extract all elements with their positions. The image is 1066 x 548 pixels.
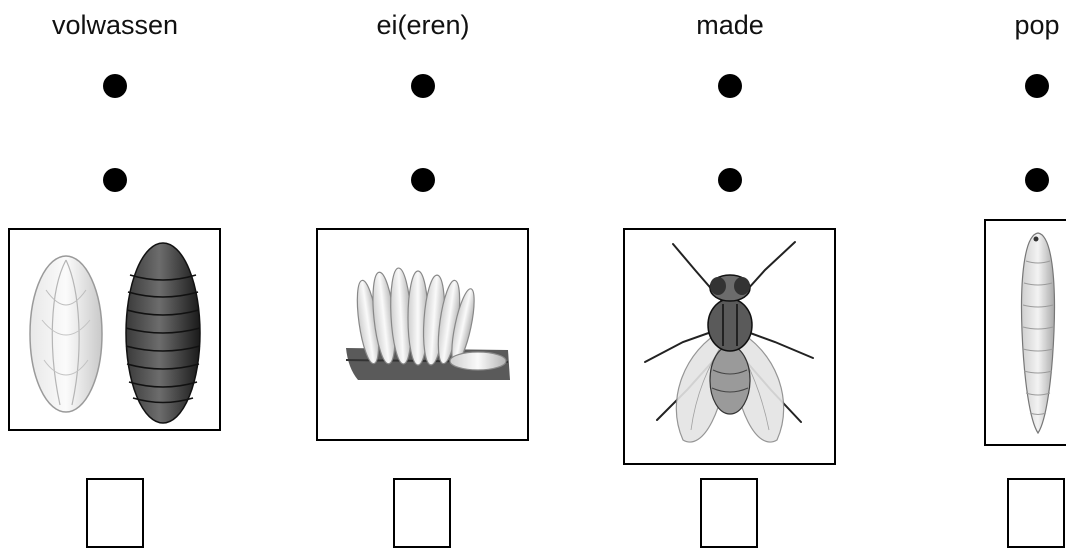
pupa-illustration	[29, 242, 201, 424]
pupa-image-frame	[8, 228, 221, 431]
connect-dot-pop-top[interactable]	[1025, 74, 1049, 98]
connect-dot-volwassen-top[interactable]	[103, 74, 127, 98]
answer-box-made[interactable]	[700, 478, 758, 548]
eggs-illustration	[345, 267, 510, 380]
label-made: made	[696, 10, 764, 40]
connect-dot-volwassen-bottom[interactable]	[103, 168, 127, 192]
answer-box-eieren[interactable]	[393, 478, 451, 548]
eggs-image-frame	[316, 228, 529, 441]
housefly-illustration	[644, 241, 814, 443]
label-pop: pop	[1014, 10, 1060, 40]
connect-dot-eieren-bottom[interactable]	[411, 168, 435, 192]
connect-dot-made-top[interactable]	[718, 74, 742, 98]
connect-dot-pop-bottom[interactable]	[1025, 168, 1049, 192]
label-volwassen: volwassen	[51, 10, 179, 40]
larva-illustration	[1020, 232, 1056, 435]
connect-dot-eieren-top[interactable]	[411, 74, 435, 98]
answer-box-pop[interactable]	[1007, 478, 1065, 548]
housefly-image-frame	[623, 228, 836, 465]
connect-dot-made-bottom[interactable]	[718, 168, 742, 192]
larva-image-frame	[984, 219, 1066, 446]
label-eieren: ei(eren)	[376, 10, 470, 40]
answer-box-volwassen[interactable]	[86, 478, 144, 548]
